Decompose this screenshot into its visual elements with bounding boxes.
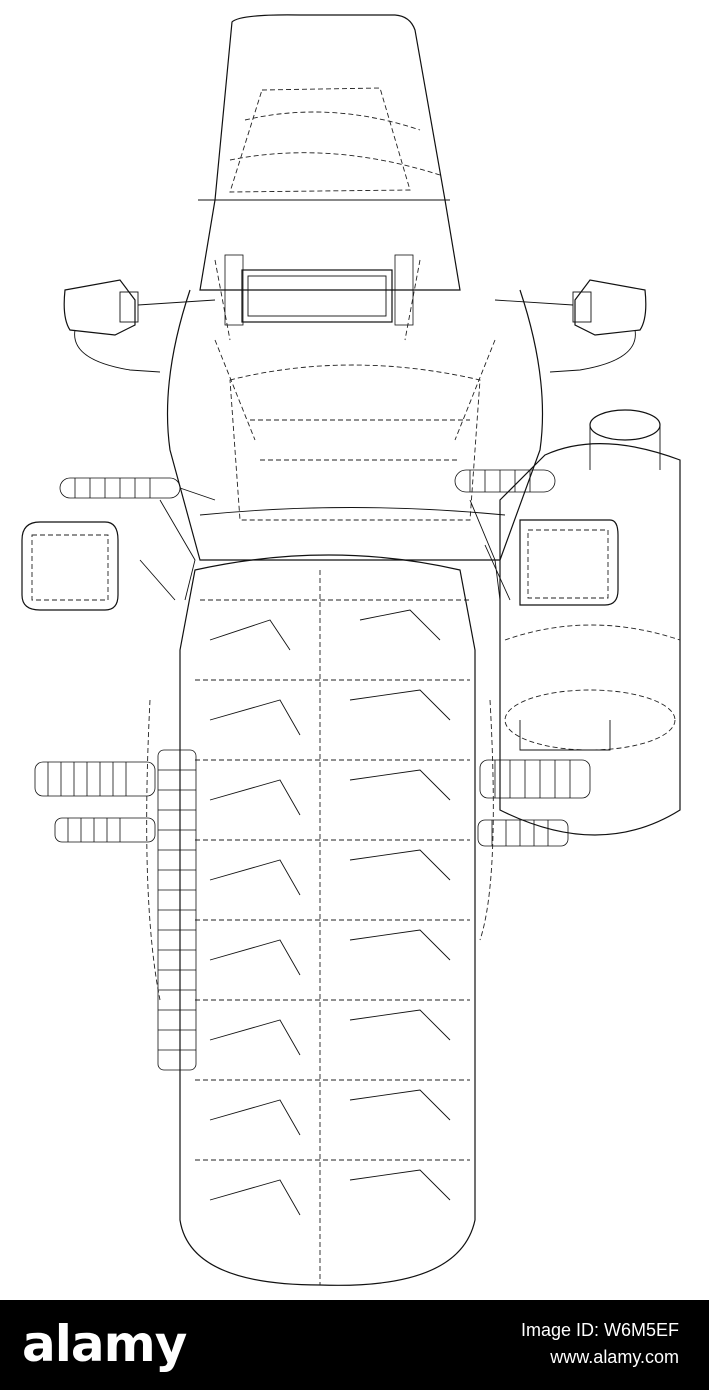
left-side-box [21,521,119,611]
exhaust-muffler [499,409,681,836]
tail-light [214,254,421,341]
image-id-text: Image ID: W6M5EF [520,1320,679,1340]
brand-logo: alamy [22,1315,187,1373]
seat-tail [198,14,461,291]
left-footpeg-lower [34,761,156,843]
right-indicator [494,279,647,373]
right-footpeg-lower [477,759,591,847]
left-indicator [63,279,216,373]
rear-body [166,289,544,561]
right-side-box [519,519,619,606]
left-footpeg-upper [59,477,216,501]
motorcycle-blueprint-svg [21,14,681,1286]
right-footpeg-upper [454,469,556,493]
site-url-text: www.alamy.com [550,1347,679,1367]
watermark-footer: alamy Image ID: W6M5EF www.alamy.com [0,1300,709,1390]
rear-tire [179,554,476,1286]
suspension-linkage [139,499,511,1001]
motorcycle-wireframe-drawing [21,14,681,1286]
rear-sprocket [157,749,197,1071]
